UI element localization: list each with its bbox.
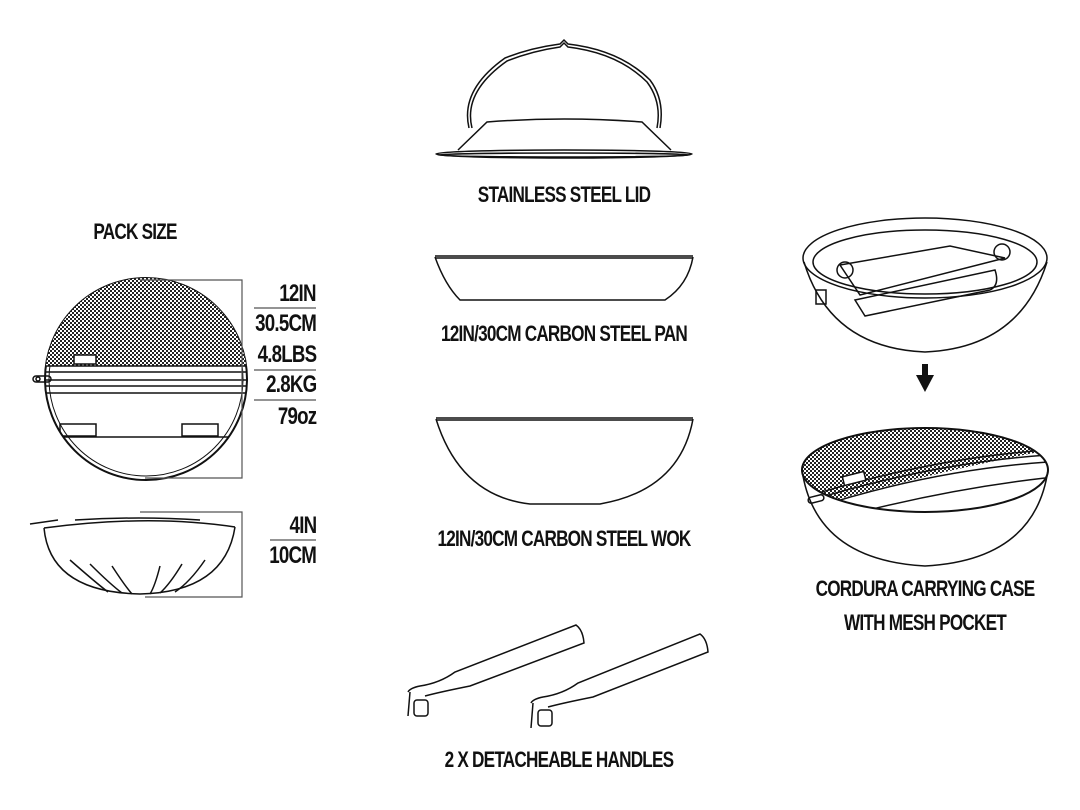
handles-icon <box>407 624 709 729</box>
dim-height-in: 4IN <box>289 512 317 539</box>
dim-weight-oz: 79oz <box>277 403 316 430</box>
pan-icon <box>434 255 694 301</box>
lid-icon <box>435 38 693 159</box>
lid-label: STAINLESS STEEL LID <box>477 182 651 207</box>
case-label-line2: WITH MESH POCKET <box>844 610 1007 635</box>
handles-label: 2 X DETACHEABLE HANDLES <box>444 747 674 772</box>
case-top-view-icon <box>32 277 248 481</box>
dimension-lines <box>140 279 316 598</box>
dim-diameter-cm: 30.5CM <box>255 310 317 337</box>
down-arrow-icon <box>916 364 934 392</box>
dim-height-cm: 10CM <box>269 542 317 569</box>
dim-weight-kg: 2.8KG <box>265 371 317 398</box>
case-side-view-icon <box>29 517 236 595</box>
case-label-line1: CORDURA CARRYING CASE <box>815 576 1036 601</box>
wok-icon <box>435 417 694 505</box>
case-open-icon <box>802 217 1048 353</box>
dim-diameter-in: 12IN <box>279 280 317 307</box>
case-closed-icon <box>801 427 1049 567</box>
wok-label: 12IN/30CM CARBON STEEL WOK <box>437 526 691 551</box>
pan-label: 12IN/30CM CARBON STEEL PAN <box>440 321 688 346</box>
pack-size-title: PACK SIZE <box>93 219 177 244</box>
dim-weight-lbs: 4.8LBS <box>257 341 317 368</box>
